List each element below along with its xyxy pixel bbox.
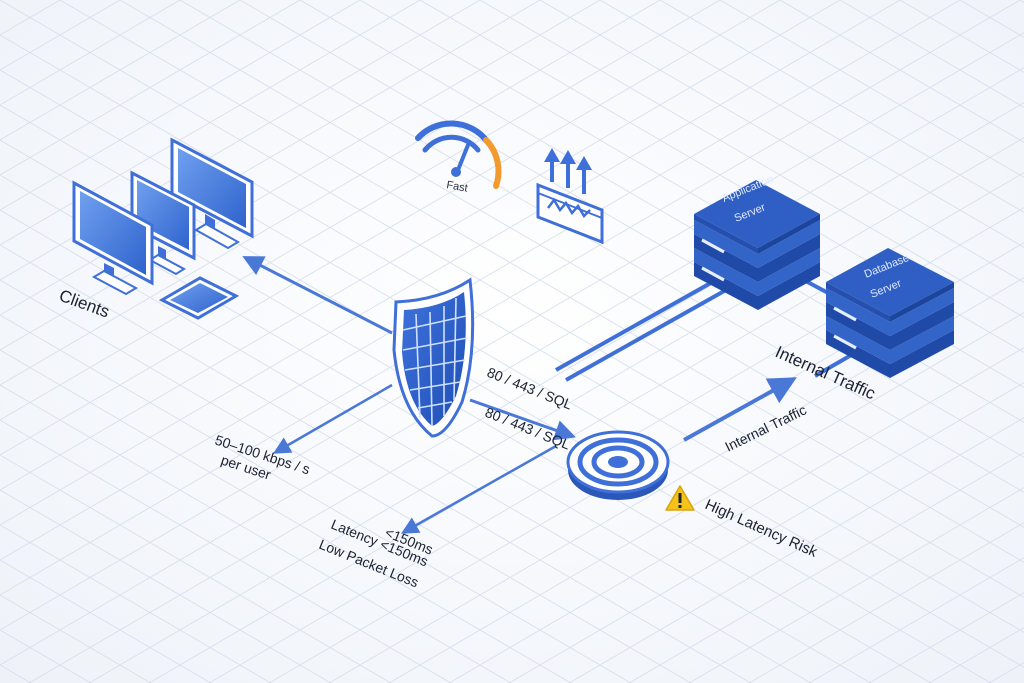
connections [242,256,862,534]
tablet [158,276,240,320]
arrow-to-target [469,398,576,441]
arrow-to-clients [242,256,393,335]
target-node-icon [566,430,670,500]
link-app-server-a [555,278,717,372]
database-server-icon [826,248,954,378]
monitor-middle [130,170,196,276]
bandwidth-panel-icon [536,148,604,245]
arrow-internal-traffic [683,377,797,442]
firewall-shield-icon [392,277,475,438]
arrow-latency [400,444,557,534]
arrow-bandwidth [272,383,393,454]
warning-icon [665,485,695,511]
application-server-icon [694,180,820,310]
clients-group [72,137,254,320]
monitor-back [170,137,254,250]
link-app-server-b [565,288,727,382]
speed-gauge-icon [415,120,502,189]
upload-arrows-icon [544,148,592,194]
gauge-label: Fast [445,179,468,195]
monitor-front [72,180,154,296]
